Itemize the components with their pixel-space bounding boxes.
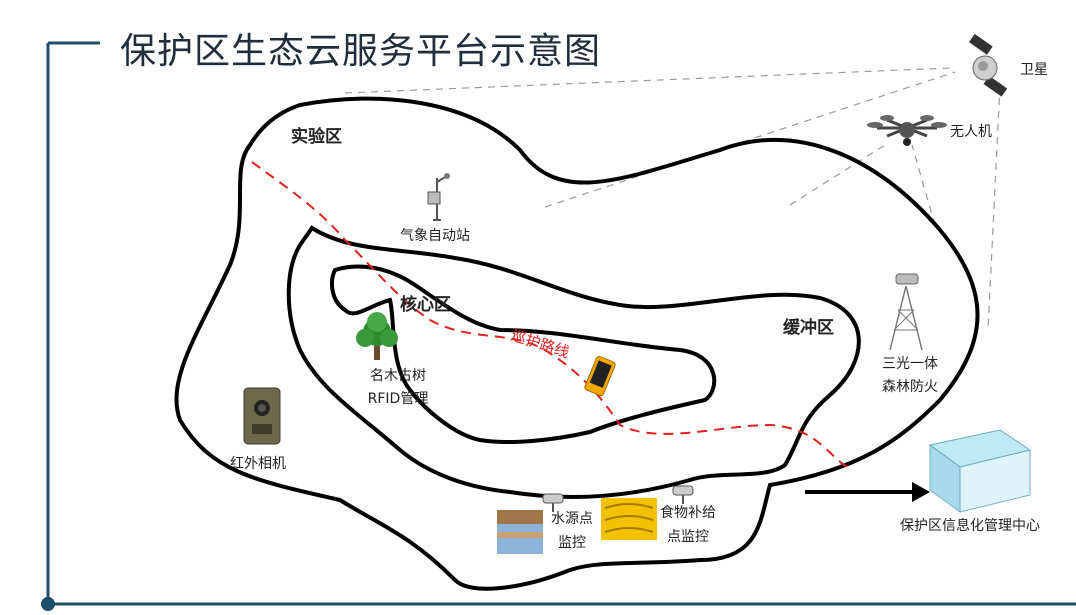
data-flow-arrow bbox=[805, 482, 930, 502]
old-tree-label-line2: RFID管理 bbox=[367, 390, 429, 407]
infrared-camera-label: 红外相机 bbox=[230, 456, 286, 472]
food-supply-image bbox=[601, 498, 657, 540]
water-camera-icon bbox=[542, 493, 564, 512]
zone-label-buffer: 缓冲区 bbox=[783, 318, 834, 338]
food-supply-label: 食物补给 点监控 bbox=[652, 505, 724, 546]
management-center-icon bbox=[928, 429, 1032, 513]
food-supply-label-line1: 食物补给 bbox=[660, 505, 716, 521]
patrol-route bbox=[251, 161, 851, 469]
satellite-label: 卫星 bbox=[1020, 62, 1048, 78]
weather-station-icon bbox=[427, 173, 450, 221]
zone-label-core: 核心区 bbox=[400, 295, 451, 315]
experimental-zone-boundary bbox=[174, 96, 980, 591]
tree-icon bbox=[356, 312, 398, 360]
page-frame bbox=[41, 41, 1076, 611]
buffer-zone-boundary bbox=[286, 225, 861, 499]
drone-label: 无人机 bbox=[950, 124, 992, 140]
drone-icon bbox=[867, 115, 947, 146]
tower-label-line2: 森林防火 bbox=[882, 378, 938, 395]
satellite-icon bbox=[968, 33, 1008, 97]
page-title: 保护区生态云服务平台示意图 bbox=[120, 31, 602, 72]
weather-station-label: 气象自动站 bbox=[400, 228, 470, 244]
food-supply-label-line2: 点监控 bbox=[667, 528, 709, 545]
tower-label-line1: 三光一体 bbox=[882, 356, 938, 372]
water-source-label-line2: 监控 bbox=[558, 534, 586, 551]
water-source-label: 水源点 监控 bbox=[542, 511, 602, 552]
water-source-image bbox=[497, 510, 543, 554]
handheld-terminal-icon bbox=[584, 355, 616, 397]
tower-label: 三光一体 森林防火 bbox=[872, 356, 948, 396]
management-center-label: 保护区信息化管理中心 bbox=[900, 518, 1040, 534]
water-source-label-line1: 水源点 bbox=[551, 511, 593, 527]
zone-label-experimental: 实验区 bbox=[291, 127, 342, 147]
core-zone-boundary bbox=[330, 264, 717, 445]
old-tree-label: 名木古树 RFID管理 bbox=[362, 368, 434, 408]
signal-links bbox=[344, 67, 1001, 331]
old-tree-label-line1: 名木古树 bbox=[370, 368, 426, 384]
infrared-camera-icon bbox=[243, 387, 281, 445]
food-camera-icon bbox=[672, 485, 694, 504]
fire-watch-tower-icon bbox=[889, 273, 923, 351]
